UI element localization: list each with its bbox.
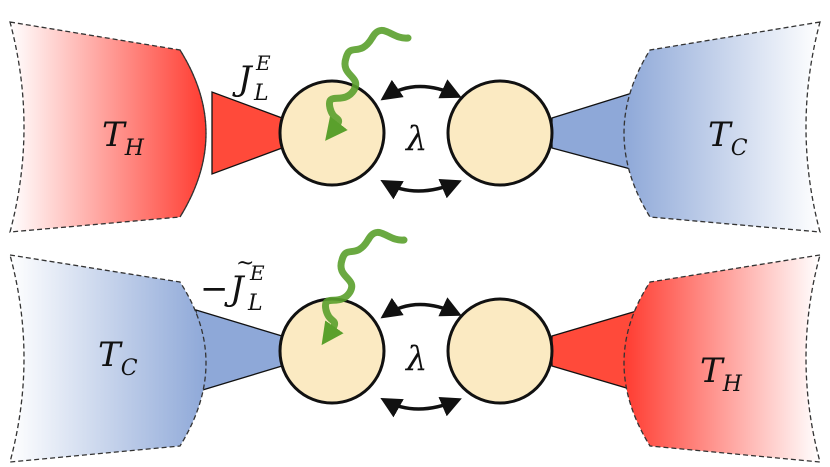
svg-text:E: E bbox=[255, 51, 271, 75]
bottom-coupling-arrow-lower bbox=[380, 396, 462, 418]
top-photon-icon bbox=[325, 27, 412, 141]
bottom-left-dot bbox=[278, 297, 386, 405]
top-left-cone bbox=[211, 91, 283, 175]
top-right-reservoir bbox=[623, 21, 821, 233]
top-coupling-arrow-upper bbox=[380, 79, 462, 101]
top-left-reservoir bbox=[9, 21, 207, 233]
bottom-panel: TC TH λ − J ~ E L bbox=[9, 229, 821, 463]
svg-text:~: ~ bbox=[236, 251, 254, 276]
top-right-dot bbox=[446, 79, 554, 187]
top-left-temperature: TH bbox=[102, 115, 145, 161]
svg-text:L: L bbox=[247, 291, 263, 316]
bottom-coupling-arrow-upper bbox=[380, 297, 462, 319]
svg-text:E: E bbox=[249, 261, 265, 285]
bottom-left-cone bbox=[195, 309, 283, 393]
svg-text:−: − bbox=[200, 269, 229, 309]
top-panel: TH TC λ J E L bbox=[9, 21, 821, 233]
top-right-temperature: TC bbox=[708, 115, 748, 161]
top-coupling-arrow-lower bbox=[380, 178, 462, 200]
bottom-left-reservoir bbox=[9, 254, 207, 463]
bottom-left-temperature: TC bbox=[98, 335, 138, 381]
bottom-right-reservoir bbox=[623, 254, 821, 463]
top-left-reservoir-edge bbox=[179, 49, 207, 218]
bottom-right-dot bbox=[446, 297, 554, 405]
svg-text:J: J bbox=[232, 59, 254, 99]
bottom-current-label: − J ~ E L bbox=[200, 251, 265, 316]
svg-text:J: J bbox=[224, 269, 246, 309]
svg-text:L: L bbox=[253, 81, 269, 106]
bottom-coupling-label: λ bbox=[404, 339, 428, 379]
bottom-right-temperature: TH bbox=[700, 351, 743, 397]
top-coupling-label: λ bbox=[404, 119, 428, 159]
bottom-photon-icon bbox=[321, 229, 408, 346]
top-current-label: J E L bbox=[232, 51, 271, 106]
